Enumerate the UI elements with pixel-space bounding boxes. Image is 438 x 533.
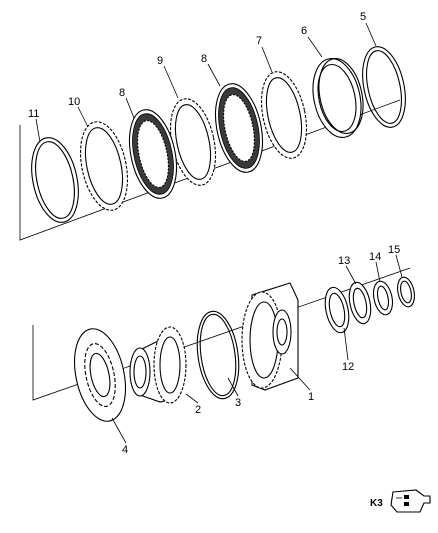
part-5-snap-ring bbox=[362, 46, 406, 128]
part-6-reaction-plate bbox=[312, 58, 364, 138]
callout-12: 12 bbox=[342, 361, 354, 373]
callout-5: 5 bbox=[360, 11, 366, 23]
callout-8-lower: 8 bbox=[119, 87, 125, 99]
part-7-steel-plate bbox=[260, 71, 308, 159]
callout-7: 7 bbox=[256, 35, 262, 47]
part-11-snap-ring bbox=[31, 137, 79, 223]
callout-4: 4 bbox=[122, 444, 128, 456]
part-2-hub bbox=[129, 326, 187, 404]
callout-14: 14 bbox=[369, 251, 381, 263]
callout-13: 13 bbox=[338, 255, 350, 267]
callout-6: 6 bbox=[301, 25, 307, 37]
leader-lines bbox=[35, 22, 403, 444]
part-13-thrust-bearing bbox=[348, 281, 372, 325]
upper-plane-outline bbox=[19, 99, 401, 241]
callout-1: 1 bbox=[308, 391, 314, 403]
callout-3: 3 bbox=[235, 397, 241, 409]
callout-10: 10 bbox=[68, 96, 80, 108]
part-14-washer bbox=[372, 280, 394, 316]
locator-transmission-icon bbox=[390, 489, 431, 513]
callout-2: 2 bbox=[195, 404, 201, 416]
callout-15: 15 bbox=[388, 244, 400, 256]
part-8-friction-disc-upper bbox=[214, 83, 264, 173]
part-1-clutch-drum bbox=[241, 282, 299, 391]
part-15-snap-ring bbox=[397, 276, 415, 308]
callout-9: 9 bbox=[157, 55, 163, 67]
part-12-thrust-washer bbox=[324, 286, 350, 334]
locator-code: K3 bbox=[370, 498, 383, 509]
part-3-seal-ring bbox=[196, 310, 240, 400]
part-4-return-spring bbox=[74, 328, 126, 422]
part-10-pressure-plate bbox=[79, 121, 129, 211]
part-8-friction-disc-lower bbox=[128, 109, 178, 199]
callout-11: 11 bbox=[28, 108, 39, 120]
callout-8-upper: 8 bbox=[201, 53, 207, 65]
